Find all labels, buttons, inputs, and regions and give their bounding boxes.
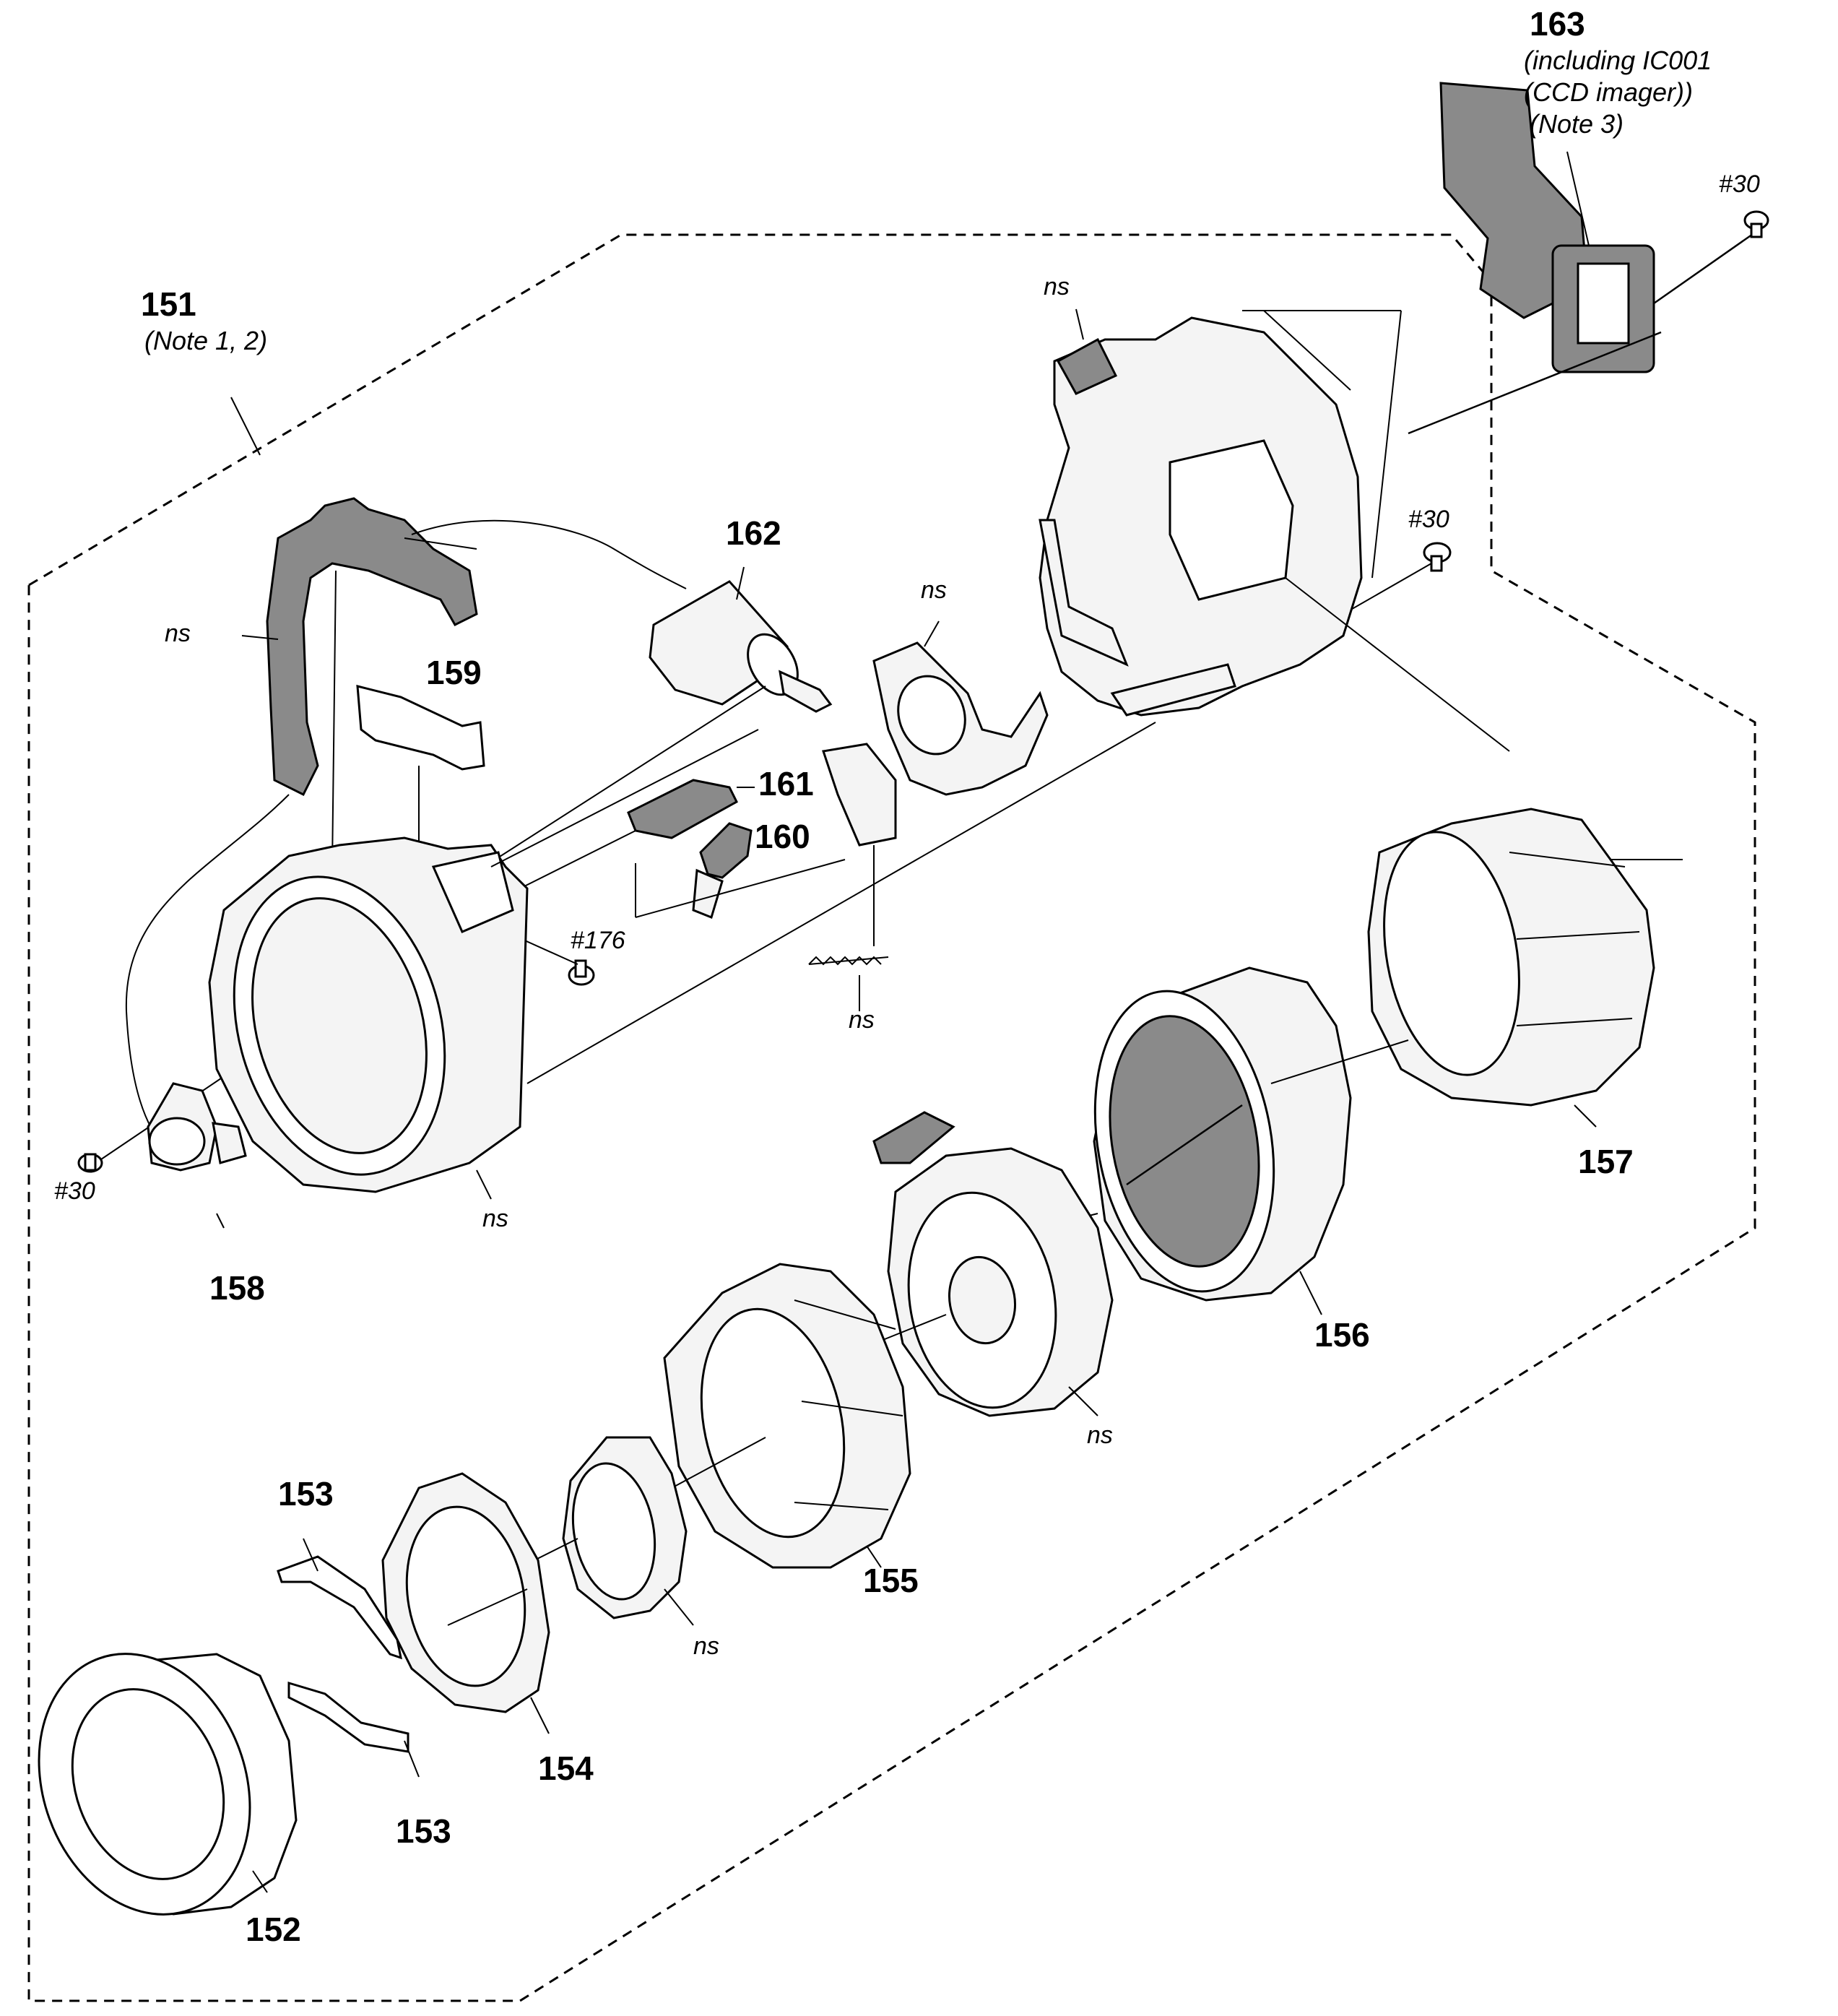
spring (808, 956, 889, 966)
ns-label-base: ns (482, 1205, 508, 1232)
ns-label-flex: ns (165, 620, 191, 647)
part-151-note: (Note 1, 2) (144, 326, 268, 355)
flex-circuit-151 (125, 497, 687, 1149)
worm-gear-160 (635, 822, 846, 920)
screw-30-mid-label: #30 (1408, 506, 1449, 533)
ccd-imager-assembly (1408, 82, 1763, 435)
part-155-number: 155 (863, 1562, 919, 1599)
part-163-note-1: (including IC001 (1524, 46, 1712, 75)
screw-30-top-label: #30 (1719, 170, 1760, 198)
screw-176-label: #176 (571, 927, 625, 954)
part-160-number: 160 (755, 818, 810, 855)
ns-label-lens-element: ns (693, 1632, 719, 1660)
part-153-lower-number: 153 (396, 1812, 451, 1850)
ring-154 (381, 1472, 550, 1713)
part-162-number: 162 (726, 514, 781, 552)
shutter-unit (872, 1111, 1114, 1417)
motor-158 (147, 1082, 247, 1172)
ns-label-holder: ns (921, 576, 947, 604)
part-163-note-2: (CCD imager)) (1524, 77, 1693, 107)
sheet-153-upper (277, 1555, 402, 1660)
ns-label-shutter: ns (1087, 1422, 1113, 1449)
ns-label-rear-frame: ns (1044, 273, 1070, 300)
gear-161 (519, 779, 738, 889)
part-157-number: 157 (1578, 1143, 1634, 1180)
lens-element (534, 1436, 688, 1619)
focus-holder (822, 641, 1049, 946)
ns-label-spring: ns (849, 1006, 875, 1034)
screw-176 (505, 931, 595, 986)
lens-base (208, 722, 1156, 1193)
front-ring-152 (38, 1653, 298, 1916)
screw-30-mid (1343, 542, 1452, 615)
part-153-upper-number: 153 (278, 1475, 334, 1513)
part-161-number: 161 (758, 765, 814, 802)
gear-ring-156 (1039, 966, 1409, 1302)
motor-162 (483, 580, 833, 868)
part-151-number: 151 (141, 285, 196, 323)
part-163-number: 163 (1530, 5, 1585, 43)
part-159-number: 159 (426, 654, 482, 691)
rear-frame (1039, 310, 1510, 752)
part-156-number: 156 (1314, 1316, 1370, 1354)
part-163-note-3: (Note 3) (1530, 109, 1624, 139)
screw-30-top (1743, 210, 1769, 238)
sheet-153-lower (287, 1681, 409, 1753)
lens-barrel-155 (663, 1263, 911, 1569)
part-158-number: 158 (209, 1269, 265, 1307)
part-152-number: 152 (246, 1911, 301, 1948)
cam-barrel-157 (1367, 808, 1683, 1107)
part-154-number: 154 (538, 1749, 594, 1787)
screw-30-left-label: #30 (54, 1177, 95, 1205)
